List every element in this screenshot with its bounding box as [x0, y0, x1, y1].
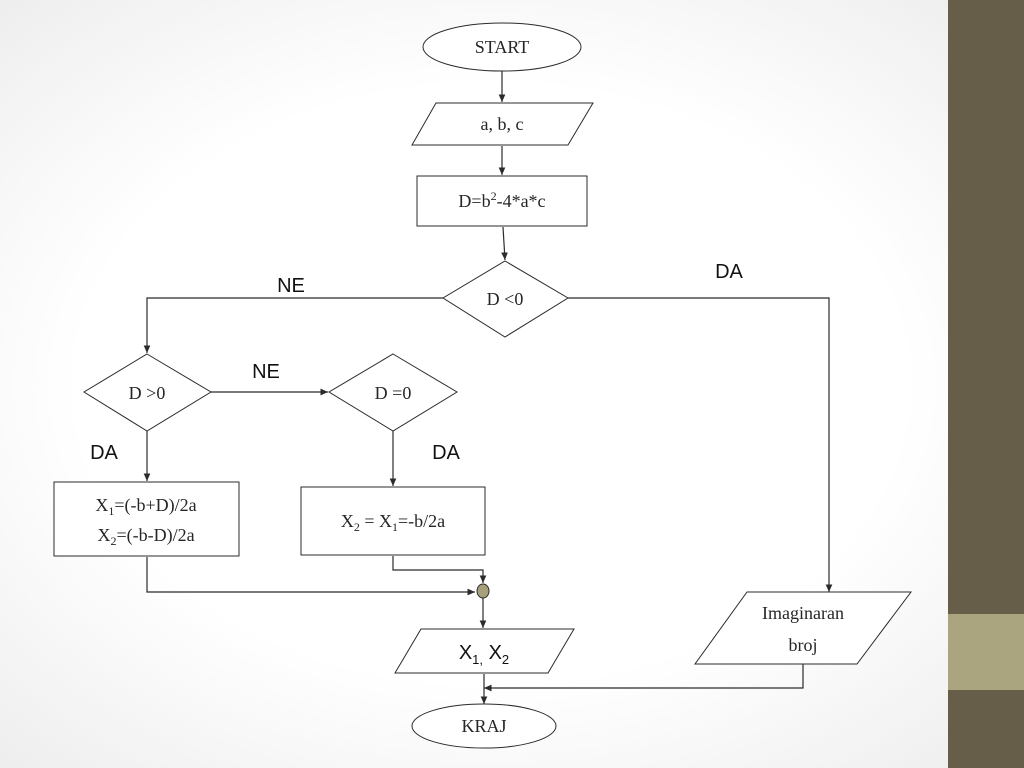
edge-label-lt-no: NE [277, 275, 305, 297]
roots-two-process [53, 481, 240, 557]
junction-connector [476, 583, 490, 599]
flowchart-diagram: START a, b, c D=b2-4*a*c D <0 D >0 D =0 … [53, 22, 912, 749]
output-sub2: 2 [502, 652, 509, 667]
decision-d-lt-zero [442, 260, 569, 338]
arrow-roots-two-to-junction [146, 557, 475, 596]
start-terminator [422, 22, 582, 72]
roots-two-line2-expr: =(-b-D)/2a [116, 525, 194, 546]
input-label: a, b, c [481, 114, 524, 134]
edge-label-gt-no: NE [252, 361, 280, 383]
roots-equal-var1: X [341, 511, 354, 531]
arrow-roots-equal-to-junction [392, 556, 487, 583]
arrow-discriminant-to-decision [501, 226, 508, 261]
roots-equal-var2: = X [360, 511, 392, 531]
edge-label-lt-yes: DA [715, 261, 743, 283]
discriminant-process [416, 175, 588, 227]
edge-label-eq-yes: DA [432, 442, 460, 464]
edge-label-gt-yes: DA [90, 442, 118, 464]
end-terminator [411, 703, 557, 749]
roots-two-line1-var: X [95, 495, 108, 515]
discriminant-formula: D=b2-4*a*c [458, 189, 545, 211]
arrow-imaginary-to-end [484, 664, 804, 692]
roots-two-line2-sub: 2 [110, 534, 116, 548]
imaginary-output-parallelogram [694, 591, 912, 665]
imaginary-line1: Imaginaran [762, 603, 844, 623]
roots-two-line2: X2=(-b-D)/2a [97, 525, 194, 548]
roots-equal-sub1: 2 [354, 520, 360, 534]
roots-equal-sub2: 1 [392, 520, 398, 534]
arrow-lt-no-to-gt [143, 297, 443, 353]
output-sub1: 1, [472, 652, 483, 667]
roots-equal-process [300, 486, 486, 556]
output-var2: X [483, 642, 502, 664]
decision-d-gt-zero-label: D >0 [129, 383, 166, 403]
decision-d-lt-zero-label: D <0 [487, 289, 524, 309]
roots-equal-formula: X2 = X1=-b/2a [341, 511, 445, 534]
end-label: KRAJ [461, 716, 506, 736]
roots-two-line1-sub: 1 [108, 504, 114, 518]
discriminant-rest: -4*a*c [497, 191, 546, 211]
connectors [143, 71, 833, 704]
output-var1: X [459, 642, 472, 664]
roots-two-line2-var: X [97, 525, 110, 545]
arrow-lt-yes-to-imaginary [568, 297, 833, 592]
roots-two-line1: X1=(-b+D)/2a [95, 495, 196, 518]
output-parallelogram [394, 628, 575, 674]
start-label: START [475, 37, 529, 57]
roots-two-line1-expr: =(-b+D)/2a [114, 495, 196, 516]
decision-d-gt-zero [83, 353, 212, 432]
decision-d-eq-zero [328, 353, 458, 432]
sidebar-accent-block [948, 614, 1024, 690]
discriminant-main: D=b [458, 191, 490, 211]
decision-d-eq-zero-label: D =0 [375, 383, 412, 403]
imaginary-line2: broj [789, 635, 818, 655]
discriminant-sup: 2 [491, 189, 497, 203]
input-parallelogram [411, 102, 594, 146]
roots-equal-expr: =-b/2a [398, 511, 445, 531]
output-label: X1, X2 [459, 642, 509, 667]
